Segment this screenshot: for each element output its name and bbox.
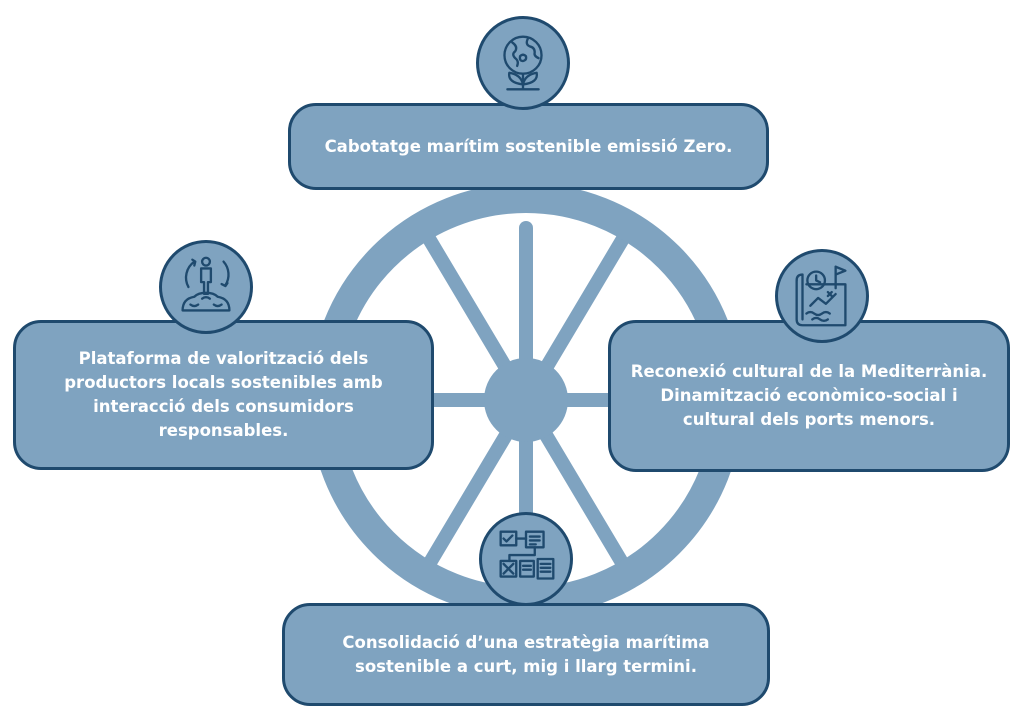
node-box-bottom: Consolidació d’una estratègia marítima s…: [282, 603, 770, 706]
node-box-top: Cabotatge marítim sostenible emissió Zer…: [288, 103, 769, 190]
globe-leaves-icon: [476, 16, 570, 110]
person-cycle-icon: [159, 240, 253, 334]
strategy-board-icon: [479, 512, 573, 606]
node-box-left: Plataforma de valorització dels producto…: [13, 320, 434, 470]
node-text-top: Cabotatge marítim sostenible emissió Zer…: [324, 136, 733, 156]
node-text-right: Reconexió cultural de la Mediterrània. D…: [630, 362, 988, 429]
node-text-bottom: Consolidació d’una estratègia marítima s…: [342, 632, 710, 676]
map-clock-icon: [775, 249, 869, 343]
node-box-right: Reconexió cultural de la Mediterrània. D…: [608, 320, 1010, 472]
wheel-hub: [484, 358, 568, 442]
node-text-left: Plataforma de valorització dels producto…: [64, 349, 383, 440]
